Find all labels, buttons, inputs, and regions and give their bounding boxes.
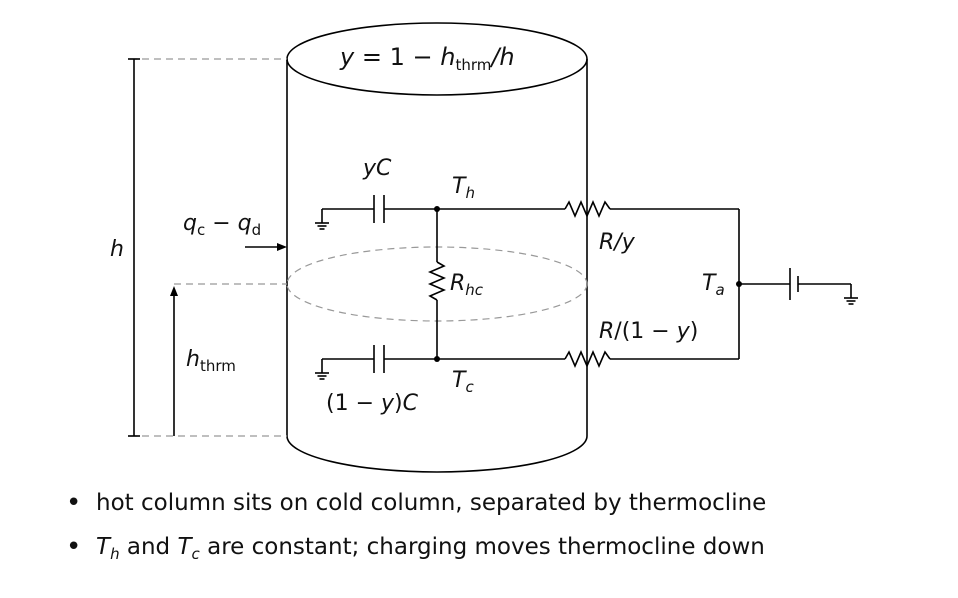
q-arrowhead <box>277 243 287 251</box>
node-ambient <box>736 281 742 287</box>
node-hot <box>434 206 440 212</box>
yC-label: yC <box>363 156 392 181</box>
resistor-hot <box>564 199 611 219</box>
Rhc-label: Rhc <box>450 271 484 299</box>
node-cold <box>434 356 440 362</box>
top-cap-label: y = 1 − hthrm/h <box>340 43 515 74</box>
resistor-hc <box>427 261 447 301</box>
Th-label: Th <box>452 174 475 202</box>
Ta-label: Ta <box>702 271 725 299</box>
cold-cap-label: (1 − y)C <box>326 391 418 416</box>
h-label: h <box>110 237 124 262</box>
hthrm-label: hthrm <box>186 347 236 375</box>
R-over-1-minus-y-label: R/(1 − y) <box>599 319 699 344</box>
resistor-cold <box>564 349 611 369</box>
q-label: qc − qd <box>183 211 262 239</box>
tank-bottom-arc <box>286 435 588 473</box>
Tc-label: Tc <box>452 368 474 396</box>
hthrm-arrowhead <box>170 286 178 296</box>
R-over-y-label: R/y <box>599 230 635 255</box>
bullet-item-2: Th and Tc are constant; charging moves t… <box>62 534 766 580</box>
bullet-list: hot column sits on cold column, separate… <box>62 490 766 580</box>
bullet-item-1: hot column sits on cold column, separate… <box>62 490 766 536</box>
